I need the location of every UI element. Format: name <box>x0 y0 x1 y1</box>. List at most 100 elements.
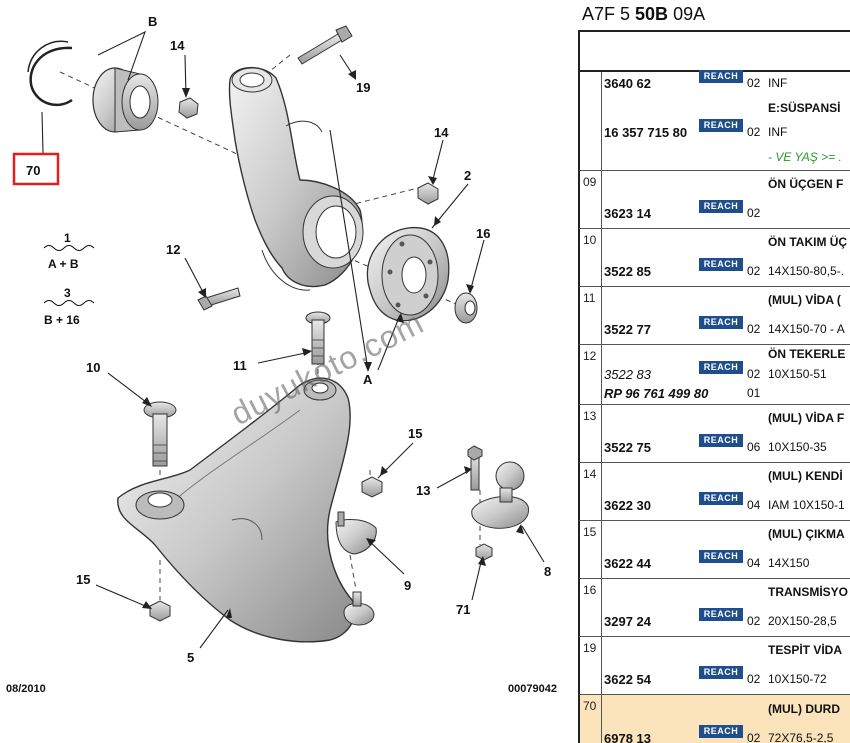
row-divider <box>601 405 602 462</box>
row-group-number: 14 <box>583 467 597 481</box>
title-post: 09A <box>668 4 706 24</box>
part-reference[interactable]: 3640 62 <box>604 76 651 91</box>
part-reference[interactable]: 3623 14 <box>604 206 651 221</box>
lower-control-arm <box>117 377 356 643</box>
title-pre: A7F 5 <box>582 4 636 24</box>
part-reference[interactable]: 3522 77 <box>604 322 651 337</box>
row-group-number: 19 <box>583 641 597 655</box>
part-reference[interactable]: 3522 83 <box>604 367 651 382</box>
row-group-number: 09 <box>583 175 597 189</box>
nut-71 <box>475 543 493 561</box>
panel-title: A7F 5 50B 09A <box>582 4 705 25</box>
part-description: 14X150-80,5-. <box>768 264 845 278</box>
label-10: 10 <box>86 360 100 375</box>
part-quantity: 01 <box>747 386 761 400</box>
part-description: ÖN ÜÇGEN F <box>768 177 844 191</box>
row-divider <box>601 287 602 344</box>
row-group-number: 16 <box>583 583 597 597</box>
label-19: 19 <box>356 80 370 95</box>
part-description: 10X150-35 <box>768 440 827 454</box>
part-quantity: 02 <box>747 76 761 90</box>
label-12: 12 <box>166 242 180 257</box>
part-quantity: 04 <box>747 556 761 570</box>
label-70-highlight[interactable]: 70 <box>12 152 60 186</box>
part-description: INF <box>768 125 788 139</box>
part-description: 10X150-51 <box>768 367 827 381</box>
circlip-ring <box>29 46 73 107</box>
reach-badge: REACH <box>699 119 743 132</box>
part-description: 72X76,5-2,5 <box>768 731 834 743</box>
row-divider <box>601 637 602 694</box>
row-divider <box>601 171 602 228</box>
title-bold: 50B <box>635 4 669 24</box>
assembly-legend: 1 A + B 3 B + 16 <box>43 231 95 327</box>
part-quantity: 02 <box>747 264 761 278</box>
part-description: (MUL) VİDA F <box>768 411 845 425</box>
part-description: (MUL) DURD <box>768 702 840 716</box>
label-15-left: 15 <box>76 572 90 587</box>
bolt-11 <box>305 311 331 365</box>
part-description: TRANSMİSYO <box>768 585 849 599</box>
nut-right <box>417 182 439 205</box>
callout-labels: B 14 19 14 2 16 12 11 10 A 15 13 9 8 15 … <box>76 14 551 665</box>
reach-badge: REACH <box>699 316 743 329</box>
part-reference[interactable]: 16 357 715 80 <box>604 125 688 140</box>
row-divider <box>601 579 602 636</box>
part-description: ÖN TEKERLE <box>768 347 846 361</box>
part-description: TESPİT VİDA <box>768 643 843 657</box>
row-group-number: 15 <box>583 525 597 539</box>
reach-badge: REACH <box>699 550 743 563</box>
part-reference[interactable]: RP 96 761 499 80 <box>604 386 709 401</box>
label-71: 71 <box>456 602 470 617</box>
nut-upper <box>178 97 199 119</box>
reach-badge: REACH <box>699 434 743 447</box>
part-reference[interactable]: 3297 24 <box>604 614 651 629</box>
reach-badge: REACH <box>699 608 743 621</box>
row-divider <box>601 345 602 404</box>
part-reference[interactable]: 3622 54 <box>604 672 651 687</box>
label-9: 9 <box>404 578 411 593</box>
label-14-right: 14 <box>434 125 449 140</box>
part-reference[interactable]: 3522 85 <box>604 264 651 279</box>
row-divider <box>601 695 602 743</box>
row-group-number: 10 <box>583 233 597 247</box>
label-a: A <box>363 372 373 387</box>
legend-1-combo: A + B <box>48 257 79 271</box>
bolt-12 <box>197 287 241 311</box>
reach-badge: REACH <box>699 725 743 738</box>
nut-15-mid <box>361 476 383 498</box>
part-quantity: 04 <box>747 498 761 512</box>
hub-nut <box>454 292 478 324</box>
part-reference[interactable]: 3522 75 <box>604 440 651 455</box>
part-description: - VE YAŞ >= . <box>768 150 842 164</box>
row-group-number: 11 <box>583 291 596 305</box>
arrow-heads <box>142 70 524 618</box>
table-header <box>578 32 850 72</box>
label-2: 2 <box>464 168 471 183</box>
suspension-exploded-diagram: B 14 19 14 2 16 12 11 10 A 15 13 9 8 15 … <box>6 14 557 695</box>
part-reference[interactable]: 3622 30 <box>604 498 651 513</box>
reach-badge: REACH <box>699 666 743 679</box>
label-b: B <box>148 14 157 29</box>
part-reference[interactable]: 3622 44 <box>604 556 651 571</box>
bolt-13 <box>467 445 483 491</box>
part-description: 14X150-70 - A <box>768 322 845 336</box>
label-15-mid: 15 <box>408 426 422 441</box>
label-16: 16 <box>476 226 490 241</box>
part-quantity: 02 <box>747 731 761 743</box>
part-reference[interactable]: 6978 13 <box>604 731 651 743</box>
row-group-number: 12 <box>583 349 597 363</box>
legend-3-combo: B + 16 <box>44 313 80 327</box>
